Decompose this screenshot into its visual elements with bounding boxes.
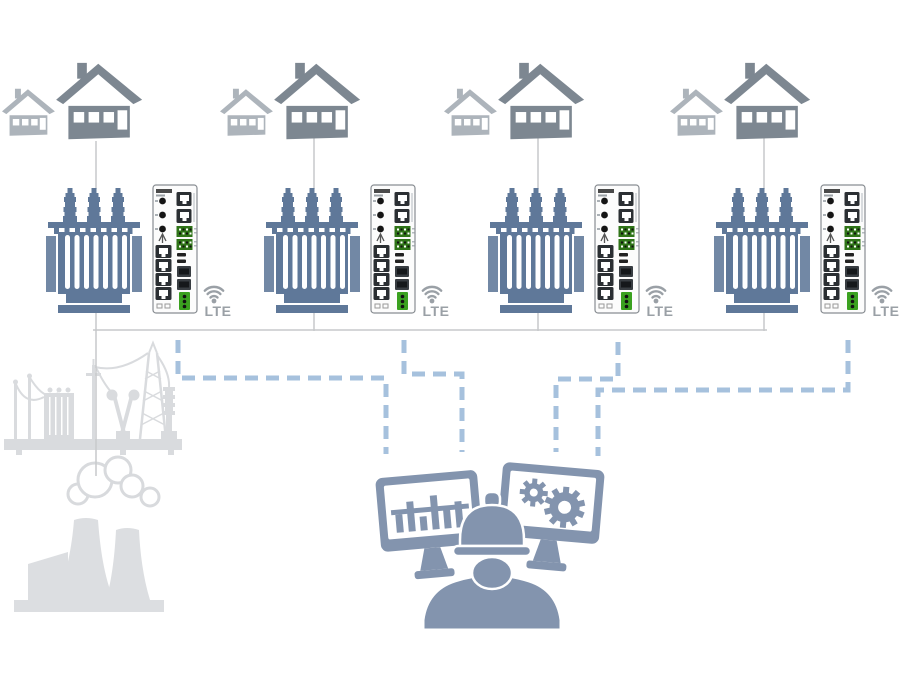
small-house-icon [444,88,498,137]
lte-label: LTE [422,303,450,319]
lte-router-icon [370,184,416,314]
solid-power-lines [93,138,767,476]
grid-unit-3: LTE [442,62,678,324]
grid-unit-1: LTE [0,62,236,324]
transformer-icon [46,188,142,314]
lte-router-icon [820,184,866,314]
generation-side-art [0,335,190,625]
hardhat-dome [458,503,526,548]
large-house-icon [56,62,144,141]
lte-badge: LTE [198,280,238,318]
grid-unit-4: LTE [668,62,900,324]
small-gear-icon [519,478,548,507]
substation-icon [4,340,182,455]
large-house-icon [274,62,362,141]
monitor-gears-icon [497,462,605,572]
transformer-icon [264,188,360,314]
lte-badge: LTE [640,280,680,318]
control-center [365,450,615,630]
wifi-signal-icon [869,280,900,304]
small-house-icon [220,88,274,137]
grid-unit-2: LTE [218,62,454,324]
operator-hardhat-icon [421,490,563,630]
small-house-icon [2,88,56,137]
lte-label: LTE [204,303,232,319]
monitor-chart-icon [375,470,483,580]
hardhat-brim [451,544,533,558]
large-house-icon [724,62,812,141]
lte-label: LTE [872,303,900,319]
lte-router-icon [152,184,198,314]
lte-router-icon [594,184,640,314]
lte-badge: LTE [866,280,900,318]
small-house-icon [670,88,724,137]
transformer-icon [488,188,584,314]
lte-badge: LTE [416,280,456,318]
lte-label: LTE [646,303,674,319]
transformer-icon [714,188,810,314]
large-gear-icon [543,486,586,528]
large-house-icon [498,62,586,141]
dashed-lte-links [175,340,851,456]
power-plant-icon [14,455,164,612]
